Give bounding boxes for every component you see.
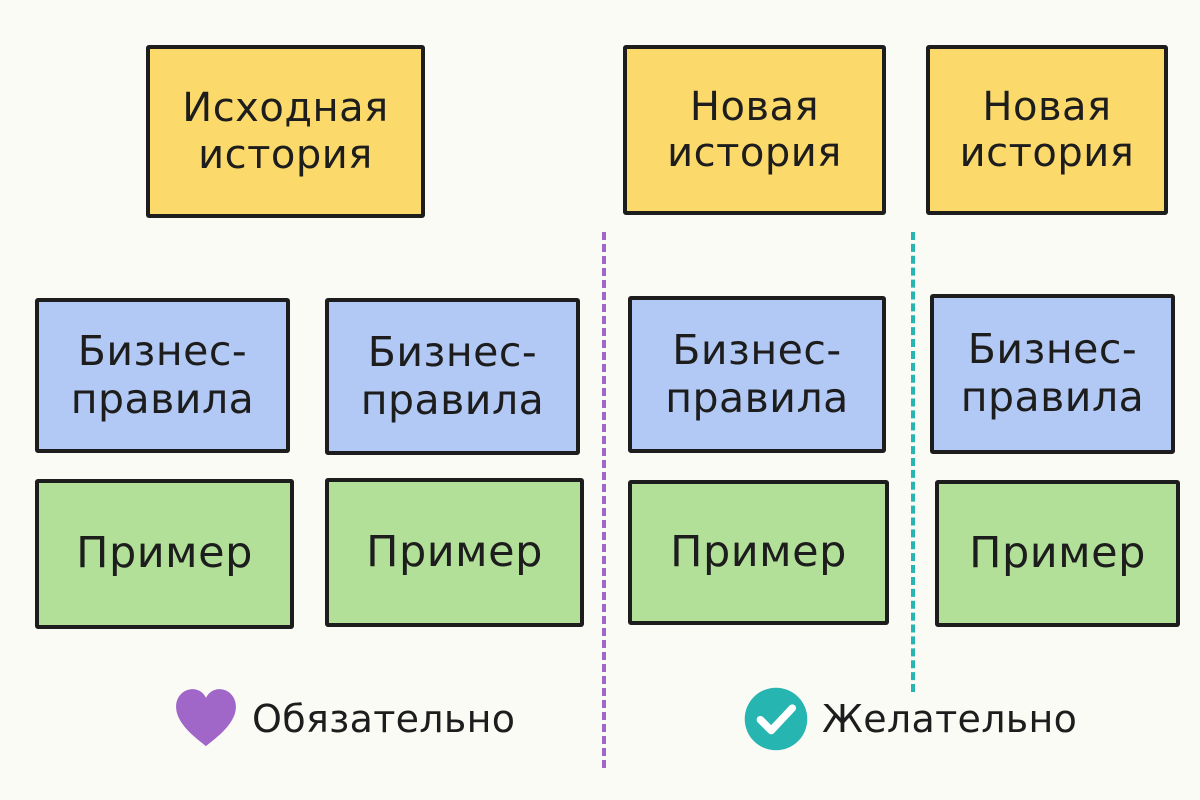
original-rules-1-line2: правила (70, 374, 255, 423)
heart-icon (176, 689, 236, 747)
new-story-card-1: Новая история (623, 45, 886, 215)
original-story-text: Исходная история (182, 85, 388, 178)
new-example-card-2: Пример (935, 480, 1180, 627)
divider-desired (911, 232, 915, 692)
original-rules-1-text: Бизнес- правила (70, 326, 255, 423)
divider-required (602, 232, 606, 768)
new-rules-1-line1: Бизнес- (672, 325, 842, 374)
new-rules-2-line1: Бизнес- (967, 325, 1138, 374)
new-rules-1-line2: правила (665, 373, 849, 422)
new-example-2-text: Пример (969, 527, 1146, 578)
original-example-card-1: Пример (35, 479, 294, 629)
new-rules-2-text: Бизнес- правила (961, 326, 1145, 421)
legend-required: Обязательно (172, 684, 515, 754)
original-story-card: Исходная история (146, 45, 425, 218)
original-rules-2-line2: правила (360, 375, 545, 424)
new-story-2-line1: Новая (982, 83, 1112, 130)
new-rules-2-line2: правила (960, 373, 1145, 421)
original-rules-card-1: Бизнес- правила (35, 298, 290, 453)
original-story-line1: Исходная (182, 85, 389, 132)
new-story-text-1: Новая история (667, 84, 842, 177)
original-rules-2-line1: Бизнес- (367, 327, 538, 376)
original-example-2-text: Пример (366, 526, 543, 577)
check-circle-icon (744, 687, 808, 751)
new-rules-card-2: Бизнес- правила (930, 294, 1175, 454)
new-story-text-2: Новая история (960, 84, 1135, 177)
original-example-1-text: Пример (76, 528, 253, 579)
new-story-1-line1: Новая (689, 83, 820, 130)
original-rules-card-2: Бизнес- правила (325, 298, 580, 455)
legend-required-label: Обязательно (252, 697, 516, 741)
original-example-card-2: Пример (325, 478, 584, 627)
new-example-1-text: Пример (670, 526, 847, 577)
new-story-card-2: Новая история (926, 45, 1168, 215)
legend-desired: Желательно (742, 684, 1077, 754)
new-rules-1-text: Бизнес- правила (665, 325, 849, 422)
new-story-1-line2: история (667, 130, 842, 176)
new-rules-card-1: Бизнес- правила (628, 296, 886, 453)
original-rules-1-line1: Бизнес- (77, 326, 248, 375)
original-rules-2-text: Бизнес- правила (360, 327, 545, 424)
new-story-2-line2: история (959, 130, 1135, 176)
legend-desired-label: Желательно (822, 697, 1078, 741)
new-example-card-1: Пример (628, 480, 889, 625)
original-story-line2: история (198, 131, 373, 178)
